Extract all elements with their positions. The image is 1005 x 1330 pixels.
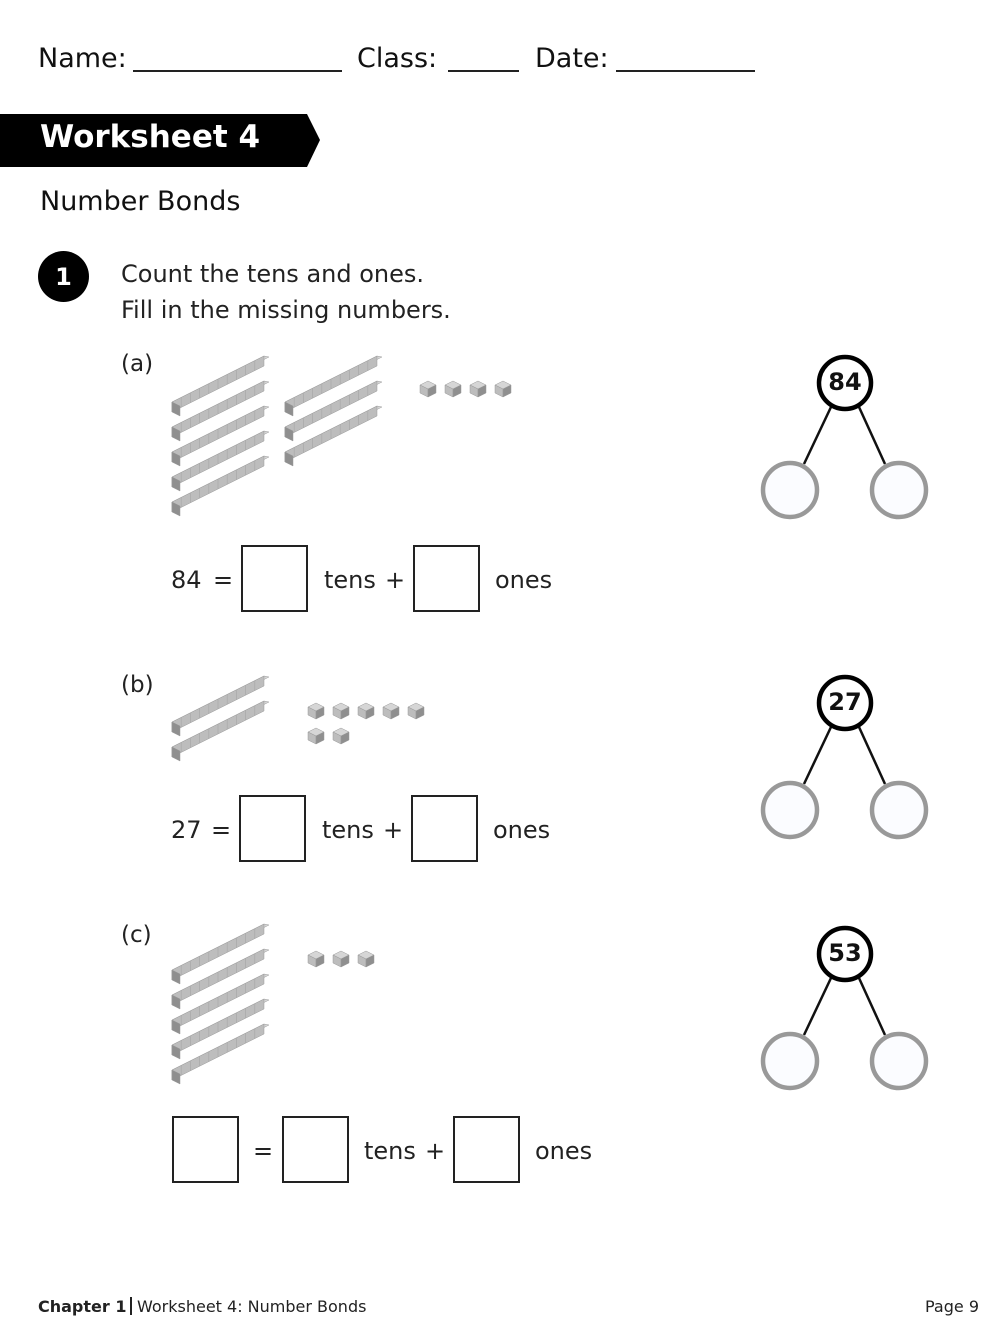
part-a-bond-connector-right xyxy=(857,406,887,465)
part-a-bond-connector-left xyxy=(802,406,833,465)
part-a-ten-rod-4 xyxy=(171,430,270,492)
footer-chapter: Chapter 1 xyxy=(38,1297,127,1316)
worksheet-banner xyxy=(0,114,320,167)
part-c-ones-answer-box[interactable] xyxy=(453,1116,520,1183)
part-c-ten-rod-3 xyxy=(171,973,270,1035)
footer-separator xyxy=(130,1297,132,1315)
instruction-line-1: Count the tens and ones. xyxy=(121,260,425,288)
part-a-ten-rod-5 xyxy=(171,455,270,517)
part-b-bond-whole-circle xyxy=(816,674,874,732)
part-b-bond-part-circle-right[interactable] xyxy=(869,780,929,840)
class-label: Class: xyxy=(357,43,438,74)
part-a-ones-answer-box[interactable] xyxy=(413,545,480,612)
part-c-plus: + xyxy=(425,1137,446,1165)
part-c-tens-answer-box[interactable] xyxy=(282,1116,349,1183)
part-c-label: (c) xyxy=(121,922,152,948)
part-b-label: (b) xyxy=(121,672,154,698)
part-c-ten-rod-1 xyxy=(171,923,270,985)
name-field[interactable] xyxy=(133,70,342,72)
part-a-ten-rod-1 xyxy=(171,355,270,417)
part-c-bond-connector-right xyxy=(857,977,887,1036)
part-b-ten-rod-2 xyxy=(171,700,270,762)
part-b-bond-connector-right xyxy=(857,726,887,785)
part-a-ten-rod-3 xyxy=(171,405,270,467)
part-b-total: 27 xyxy=(171,816,202,844)
part-b-one-cube-5 xyxy=(407,702,425,720)
part-b-one-cube-4 xyxy=(382,702,400,720)
part-a-one-cube-3 xyxy=(469,380,487,398)
part-b-bond-whole-value: 27 xyxy=(828,688,862,716)
date-field[interactable] xyxy=(616,70,755,72)
part-b-bond-connector-left xyxy=(802,726,833,785)
part-c-one-cube-1 xyxy=(307,950,325,968)
footer-left: Chapter 1 Worksheet 4: Number Bonds xyxy=(38,1297,366,1316)
part-c-bond-part-circle-right[interactable] xyxy=(869,1031,929,1091)
part-c-bond-whole-circle xyxy=(816,925,874,983)
part-a-ten-rod-2 xyxy=(171,380,270,442)
part-c-ten-rod-4 xyxy=(171,998,270,1060)
part-c-bond-connector-left xyxy=(802,977,833,1036)
part-c-bond-part-circle-left[interactable] xyxy=(760,1031,820,1091)
part-b-ten-rod-1 xyxy=(171,675,270,737)
part-a-tens-answer-box[interactable] xyxy=(241,545,308,612)
part-c-tens-word: tens xyxy=(364,1137,416,1165)
part-a-one-cube-2 xyxy=(444,380,462,398)
part-a-ten-rod-6 xyxy=(284,355,383,417)
part-a-total: 84 xyxy=(171,566,202,594)
part-b-ones-answer-box[interactable] xyxy=(411,795,478,862)
part-a-label: (a) xyxy=(121,351,154,377)
part-a-tens-word: tens xyxy=(324,566,376,594)
part-b-one-cube-3 xyxy=(357,702,375,720)
part-c-ten-rod-5 xyxy=(171,1023,270,1085)
part-b-one-cube-1 xyxy=(307,702,325,720)
part-b-plus: + xyxy=(383,816,404,844)
class-field[interactable] xyxy=(448,70,519,72)
part-a-bond-part-circle-left[interactable] xyxy=(760,460,820,520)
part-c-ten-rod-2 xyxy=(171,948,270,1010)
part-c-bond-whole-value: 53 xyxy=(828,939,862,967)
part-b-one-cube-6 xyxy=(307,727,325,745)
part-c-one-cube-3 xyxy=(357,950,375,968)
part-a-ten-rod-8 xyxy=(284,405,383,467)
name-label: Name: xyxy=(38,43,127,74)
part-c-one-cube-2 xyxy=(332,950,350,968)
part-a-bond-whole-circle xyxy=(816,354,874,412)
part-a-ten-rod-7 xyxy=(284,380,383,442)
part-a-plus: + xyxy=(385,566,406,594)
part-a-bond-part-circle-right[interactable] xyxy=(869,460,929,520)
question-number-badge: 1 xyxy=(38,251,89,302)
part-b-tens-word: tens xyxy=(322,816,374,844)
part-b-equals: = xyxy=(211,816,232,844)
part-a-bond-whole-value: 84 xyxy=(828,368,862,396)
part-b-ones-word: ones xyxy=(493,816,551,844)
part-c-equals: = xyxy=(253,1137,274,1165)
part-a-equals: = xyxy=(213,566,234,594)
part-a-one-cube-1 xyxy=(419,380,437,398)
worksheet-title: Worksheet 4 xyxy=(40,119,261,155)
part-b-one-cube-7 xyxy=(332,727,350,745)
part-b-one-cube-2 xyxy=(332,702,350,720)
part-a-ones-word: ones xyxy=(495,566,553,594)
part-b-tens-answer-box[interactable] xyxy=(239,795,306,862)
footer-page-number: Page 9 xyxy=(925,1297,979,1316)
part-c-total-answer-box[interactable] xyxy=(172,1116,239,1183)
part-c-ones-word: ones xyxy=(535,1137,593,1165)
worksheet-subtitle: Number Bonds xyxy=(40,186,241,217)
footer-title: Worksheet 4: Number Bonds xyxy=(136,1297,367,1316)
part-b-bond-part-circle-left[interactable] xyxy=(760,780,820,840)
date-label: Date: xyxy=(535,43,609,74)
part-a-one-cube-4 xyxy=(494,380,512,398)
instruction-line-2: Fill in the missing numbers. xyxy=(121,296,451,324)
